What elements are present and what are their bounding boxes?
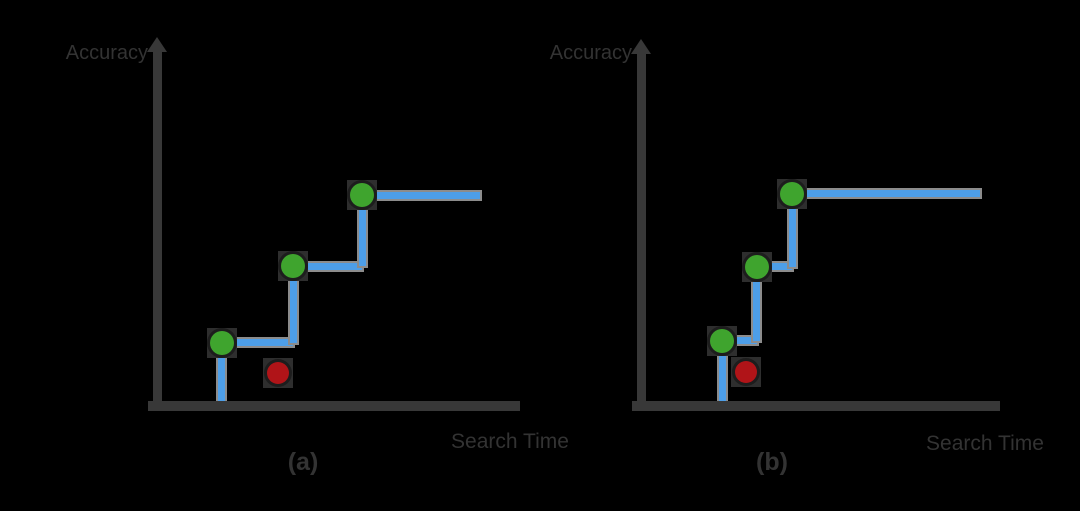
subfigure-caption: (b) xyxy=(756,448,788,476)
step-line-segment xyxy=(218,342,226,401)
y-axis-label: Accuracy xyxy=(65,42,148,64)
rejected-trial-marker xyxy=(735,360,758,383)
subfigure-caption: (a) xyxy=(287,448,319,476)
plot-area-a xyxy=(157,55,520,401)
step-line-segment xyxy=(756,263,793,271)
step-line-segment xyxy=(362,191,481,199)
accepted-trial-marker xyxy=(744,254,769,279)
step-line-segment xyxy=(221,339,294,347)
step-line-segment xyxy=(289,266,297,343)
accepted-trial-marker xyxy=(710,328,735,353)
step-line-segment xyxy=(788,193,796,267)
rejected-trial-marker xyxy=(266,361,289,384)
y-axis-line xyxy=(153,50,162,406)
accepted-trial-marker xyxy=(780,181,805,206)
step-line-segment xyxy=(358,195,366,267)
step-line-segment xyxy=(753,266,761,341)
x-axis-label: Search Time xyxy=(926,432,1044,455)
accepted-trial-marker xyxy=(281,254,306,279)
plot-area-b xyxy=(641,58,1000,401)
accepted-trial-marker xyxy=(209,330,234,355)
y-axis-arrow-icon xyxy=(147,37,167,52)
x-axis-line xyxy=(632,401,1000,411)
y-axis-arrow-icon xyxy=(631,39,651,54)
x-axis-label: Search Time xyxy=(451,430,569,453)
step-line-segment xyxy=(718,340,726,401)
step-line-segment xyxy=(792,190,980,198)
accepted-trial-marker xyxy=(350,183,375,208)
y-axis-label: Accuracy xyxy=(549,42,632,64)
step-line-segment xyxy=(293,262,363,270)
y-axis-line xyxy=(637,52,646,406)
x-axis-line xyxy=(148,401,520,411)
step-line-segment xyxy=(722,337,757,345)
